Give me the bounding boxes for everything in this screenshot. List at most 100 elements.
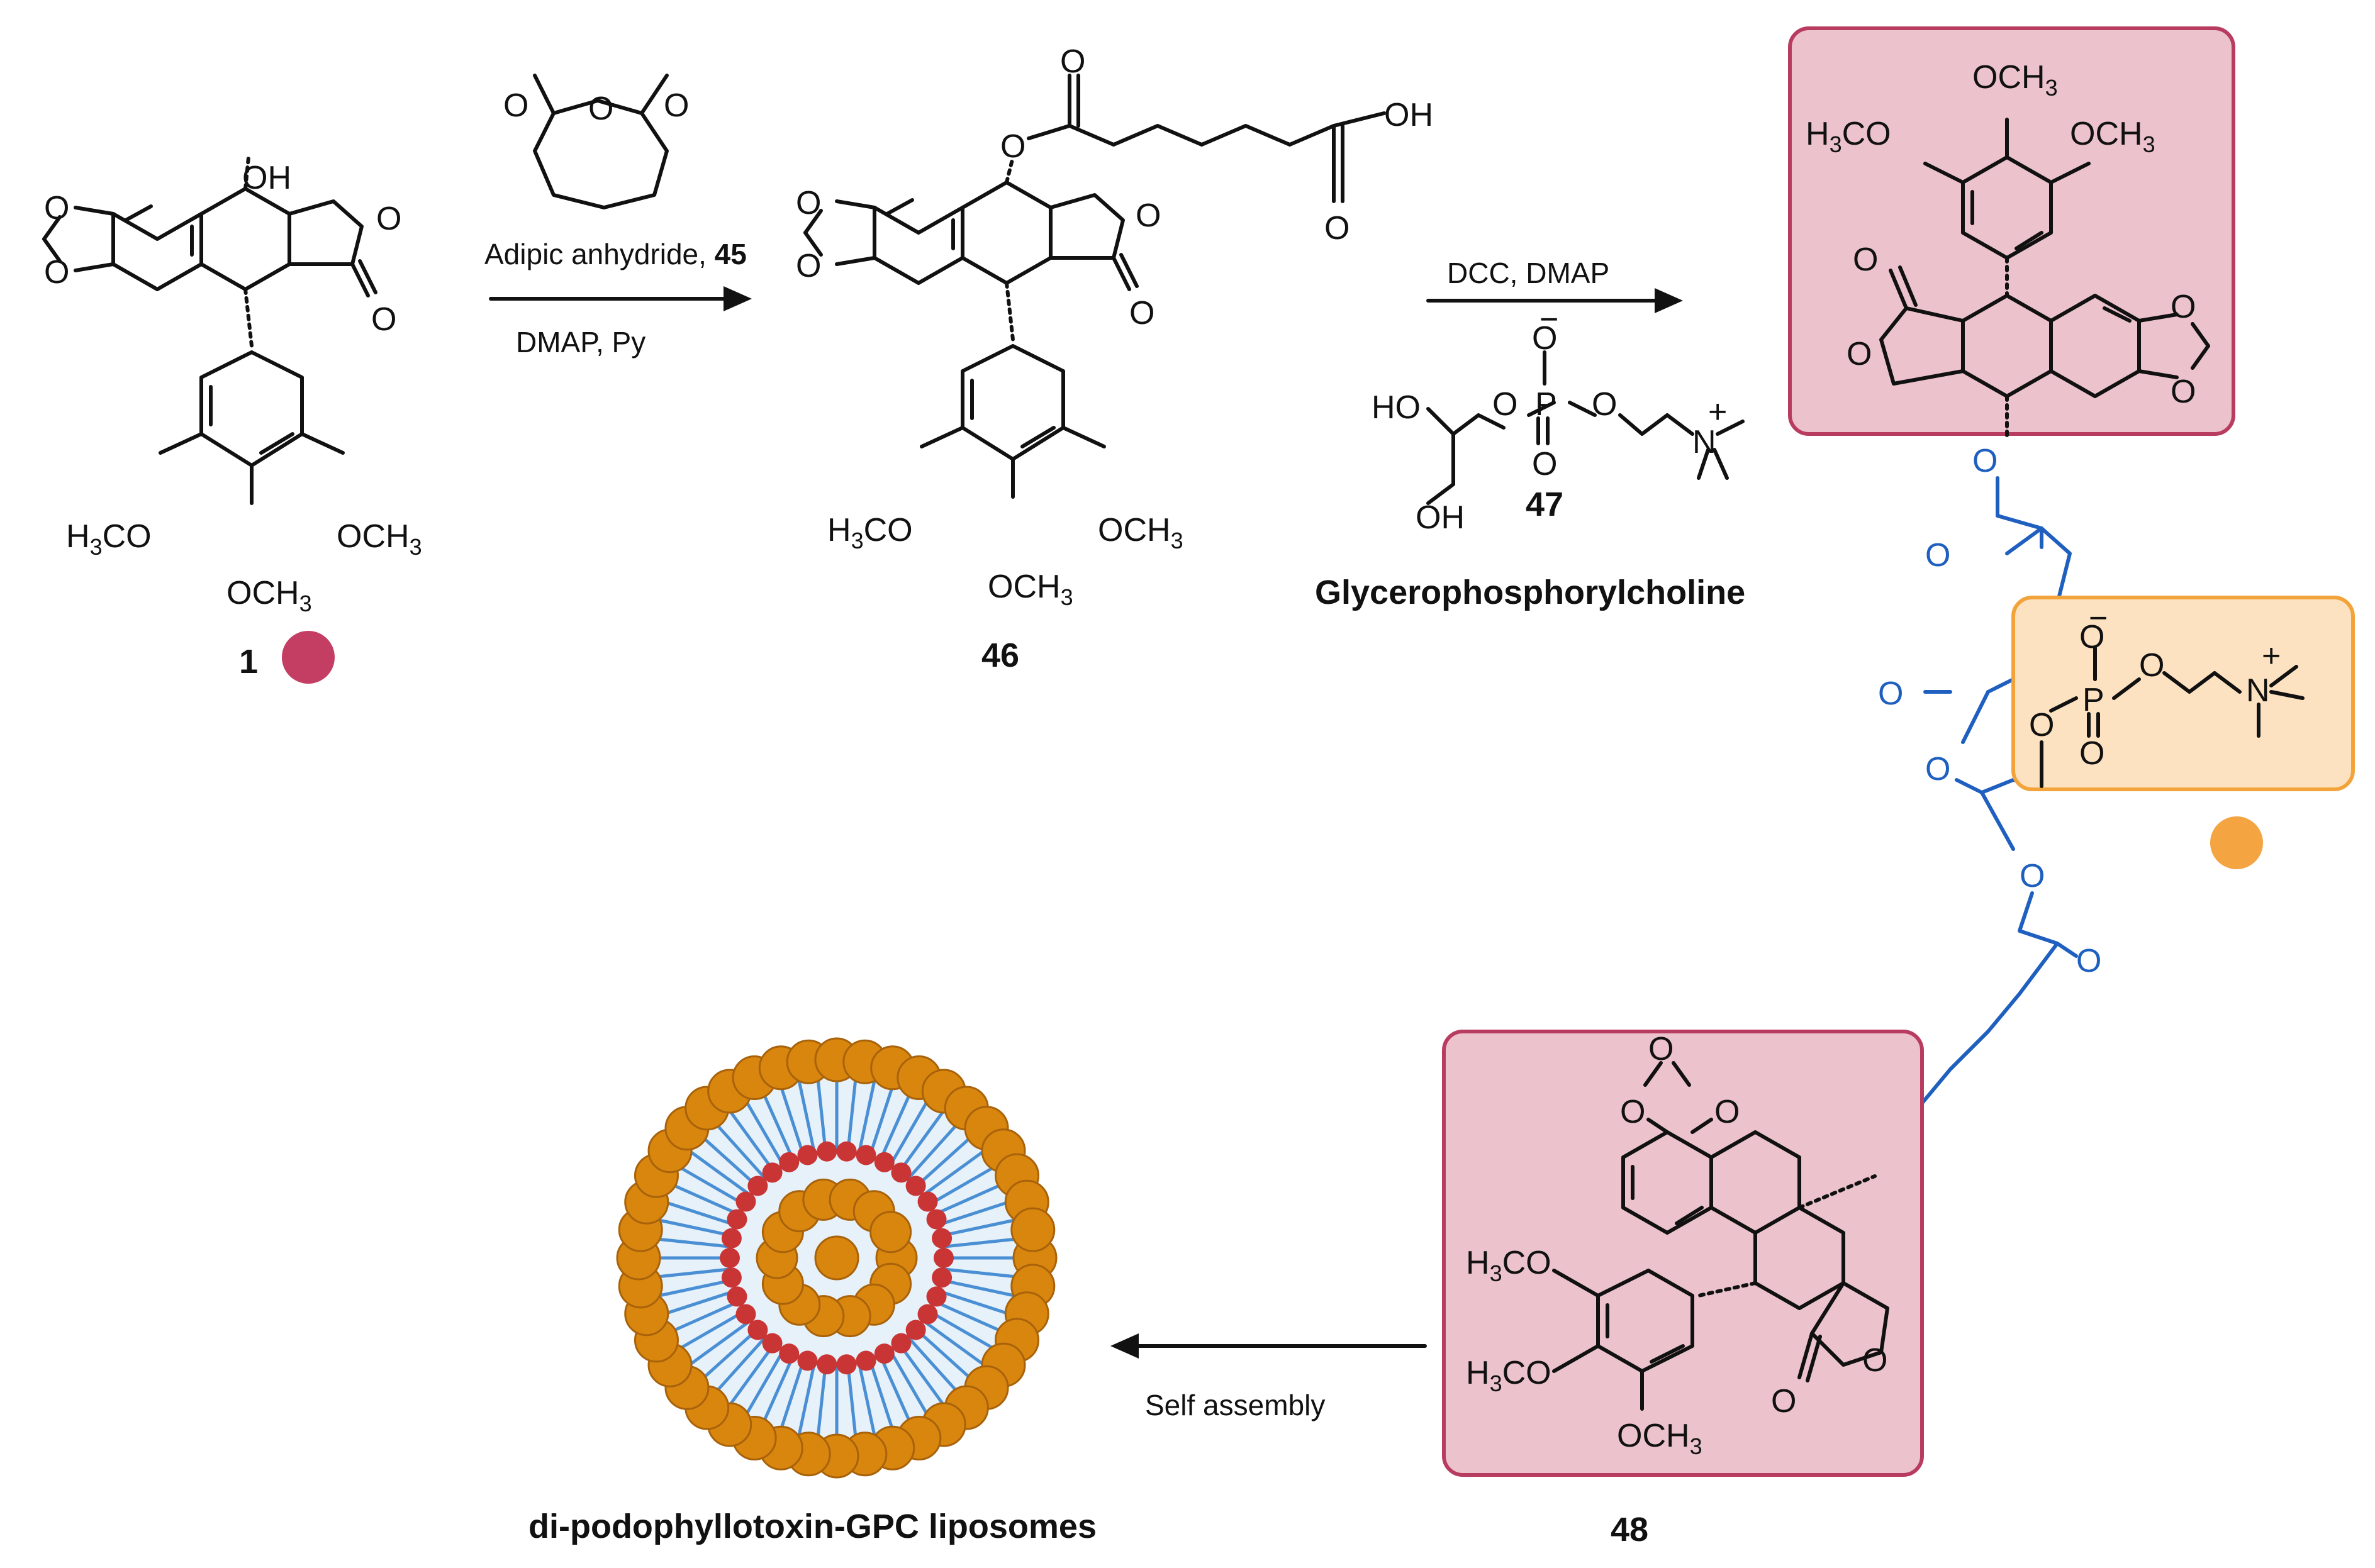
lipid-tail	[915, 1328, 978, 1386]
lipid-tail	[846, 1364, 858, 1446]
lipid-tail	[656, 1289, 736, 1318]
lipid-tail	[740, 1093, 785, 1167]
gpc-box-p: P	[2082, 682, 2104, 718]
anhydride-o-ring: O	[588, 91, 613, 127]
step2-reagent: DCC, DMAP	[1447, 257, 1609, 289]
gpc-name: Glycerophosphorylcholine	[1315, 574, 1745, 611]
c46-o-carbonyl: O	[1060, 43, 1085, 80]
inner-head-bead	[869, 1211, 912, 1254]
drug-bead	[747, 1320, 768, 1340]
c48-o-dioxole-2: O	[2171, 374, 2196, 410]
drug-bead	[735, 1304, 756, 1325]
lipid-tail	[942, 1267, 1025, 1279]
compound-number-1: 1	[239, 643, 258, 681]
c48-ome-top: OCH3	[1972, 59, 2058, 101]
lipid-tail	[656, 1198, 736, 1226]
gpc-minus: −	[1540, 301, 1558, 338]
compound-number-46: 46	[981, 637, 1019, 674]
drug-bead	[836, 1354, 857, 1375]
lipid-tail	[888, 1349, 933, 1423]
compound-48: OCH3 H3CO OCH3 O O O O O O O O O O O O	[1442, 26, 2355, 1549]
linker-o-1: O	[1972, 443, 1998, 479]
lipid-tail	[815, 1364, 827, 1446]
lipid-tail	[649, 1267, 731, 1279]
c1-ome-right: OCH3	[337, 518, 422, 560]
drug-bead	[932, 1267, 953, 1288]
c1-o-bottom: O	[44, 254, 69, 291]
lipid-tail	[907, 1116, 964, 1180]
liposome-label: di-podophyllotoxin-GPC liposomes	[528, 1508, 1097, 1545]
lipid-tail	[898, 1104, 949, 1172]
drug-bead	[797, 1350, 818, 1371]
lipid-tail	[709, 1336, 767, 1399]
c46-ome-left: H3CO	[827, 512, 913, 553]
c46-o-ester: O	[1000, 128, 1025, 165]
drug-bead	[727, 1209, 747, 1230]
c48-o-lactone-top: O	[1847, 336, 1872, 372]
compound-1: OH O O O O H3CO OCH3 OCH3 1	[42, 155, 422, 684]
gpc-box-plus: +	[2262, 638, 2281, 674]
lipid-tail	[796, 1073, 817, 1154]
gpc-box-o-minus: O	[2079, 619, 2104, 655]
c48-ome-left-a: H3CO	[1466, 1245, 1551, 1286]
c1-o-carbonyl: O	[371, 301, 396, 338]
lipid-tail	[709, 1116, 767, 1180]
drug-bead	[891, 1162, 912, 1183]
reaction-arrow-1: Adipic anhydride, 45 DMAP, Py O O O	[484, 74, 752, 359]
lipid-tail	[922, 1145, 991, 1197]
gpc-o-double: O	[1532, 446, 1557, 482]
lipid-tail	[776, 1077, 805, 1157]
lipid-tail	[649, 1237, 731, 1248]
c48-ome-bottom: OCH3	[1617, 1418, 1702, 1459]
lipid-tail	[942, 1237, 1025, 1248]
c46-ome-bottom: OCH3	[988, 569, 1073, 610]
c48b-o-top: O	[1648, 1031, 1674, 1067]
lipid-tail	[663, 1179, 740, 1216]
gpc-n: N	[1692, 424, 1716, 460]
linker-o-carbonyl-2: O	[1878, 676, 1903, 712]
c48b-o-lactone: O	[1862, 1342, 1887, 1379]
lipid-tail	[928, 1309, 1002, 1354]
drug-bead	[874, 1152, 895, 1172]
gpc-marker	[2210, 816, 2263, 869]
gpc-o-2: O	[1592, 386, 1617, 423]
gpc-ho-label: HO	[1372, 389, 1421, 426]
c46-o-lac-carbonyl: O	[1129, 295, 1154, 331]
lipid-tail	[941, 1217, 1022, 1238]
gpc-box-o-double: O	[2079, 735, 2104, 772]
gpc-box-o-1: O	[2029, 707, 2054, 743]
reaction-arrow-3: Self assembly	[1110, 1333, 1427, 1421]
step1-reagent-bottom: DMAP, Py	[516, 326, 645, 359]
lipid-tail	[683, 1319, 751, 1371]
liposome-illustration	[616, 1037, 1058, 1479]
center-bead	[814, 1235, 859, 1281]
lipid-tail	[928, 1162, 1002, 1206]
gpc-oh-label: OH	[1416, 499, 1465, 536]
c46-o-bottom: O	[796, 248, 821, 284]
lipid-tail	[868, 1359, 897, 1438]
c48-ome-right-top: OCH3	[2070, 116, 2155, 157]
lipid-tail	[695, 1328, 759, 1386]
lipid-tail	[898, 1343, 949, 1412]
c1-o-lactone: O	[376, 201, 401, 237]
c48-o-carbonyl-top: O	[1853, 242, 1878, 278]
drug-bead	[905, 1320, 926, 1340]
c48b-o-carbonyl: O	[1771, 1383, 1796, 1420]
lipid-tail	[934, 1179, 1010, 1216]
drug-bead	[762, 1333, 783, 1354]
lipid-tail	[652, 1217, 733, 1238]
gpc-p: P	[1535, 386, 1557, 423]
step1-reagent-top: Adipic anhydride, 45	[484, 238, 747, 270]
gpc-o-1: O	[1492, 386, 1517, 423]
lipid-tail	[857, 1073, 878, 1154]
lipid-tail	[724, 1343, 776, 1412]
lipid-tail	[941, 1278, 1022, 1299]
lipid-tail	[934, 1299, 1010, 1337]
c46-o-lactone: O	[1136, 197, 1161, 234]
lipid-tail	[857, 1362, 878, 1443]
lipid-tail	[652, 1278, 733, 1299]
drug-bead	[779, 1343, 800, 1364]
lipid-tail	[937, 1198, 1017, 1226]
linker-o-2: O	[1925, 751, 1950, 787]
